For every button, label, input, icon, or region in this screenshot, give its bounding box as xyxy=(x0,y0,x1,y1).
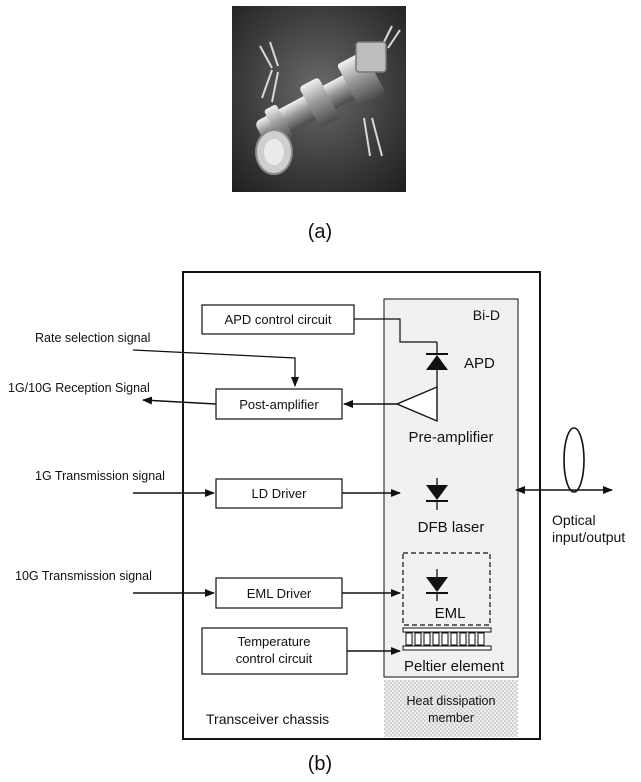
rate-selection-label: Rate selection signal xyxy=(35,331,150,345)
panel-a-caption: (a) xyxy=(308,221,332,243)
reception-signal-line xyxy=(142,396,217,405)
apd-label: APD xyxy=(464,355,495,372)
bid-title: Bi-D xyxy=(473,307,500,323)
ld-driver-block xyxy=(215,478,343,509)
temp-control-label-1: Temperature xyxy=(238,634,311,649)
transceiver-chassis xyxy=(182,271,541,740)
temperature-control-block xyxy=(201,627,348,675)
tx-1g-label: 1G Transmission signal xyxy=(35,469,165,483)
bid-module-photo xyxy=(232,6,406,192)
chassis-label: Transceiver chassis xyxy=(206,711,329,727)
tx-10g-label: 10G Transmission signal xyxy=(15,569,152,583)
eml-label: EML xyxy=(435,605,466,622)
optical-label-1: Optical xyxy=(552,512,596,528)
apd-control-circuit-block xyxy=(201,304,355,335)
optical-label-2: input/output xyxy=(552,529,625,545)
peltier-label: Peltier element xyxy=(404,658,505,675)
panel-b-caption: (b) xyxy=(308,753,332,775)
peltier-element-icon xyxy=(402,627,492,651)
apd-control-line xyxy=(354,318,437,343)
optical-fiber-loop-icon xyxy=(563,427,585,493)
bid-module xyxy=(383,298,519,678)
apd-control-label: APD control circuit xyxy=(225,312,332,327)
ld-driver-label: LD Driver xyxy=(252,486,308,501)
dfb-laser-icon xyxy=(426,478,448,510)
temp-control-label-2: control circuit xyxy=(236,651,313,666)
pre-amplifier-icon xyxy=(395,385,438,423)
dfb-laser-label: DFB laser xyxy=(418,519,485,536)
pre-amplifier-label: Pre-amplifier xyxy=(408,429,493,446)
eml-diode-icon xyxy=(426,569,448,601)
heat-dissipation-label-1: Heat dissipation xyxy=(407,694,496,708)
apd-diode-icon xyxy=(426,342,448,385)
heat-dissipation-label-2: member xyxy=(428,711,474,725)
eml-region xyxy=(402,552,491,626)
reception-signal-label: 1G/10G Reception Signal xyxy=(8,381,150,395)
rate-selection-line xyxy=(132,349,299,387)
post-amplifier-label: Post-amplifier xyxy=(239,397,319,412)
post-amplifier-block xyxy=(215,388,343,420)
eml-driver-label: EML Driver xyxy=(247,586,312,601)
heat-dissipation-member xyxy=(384,680,518,737)
